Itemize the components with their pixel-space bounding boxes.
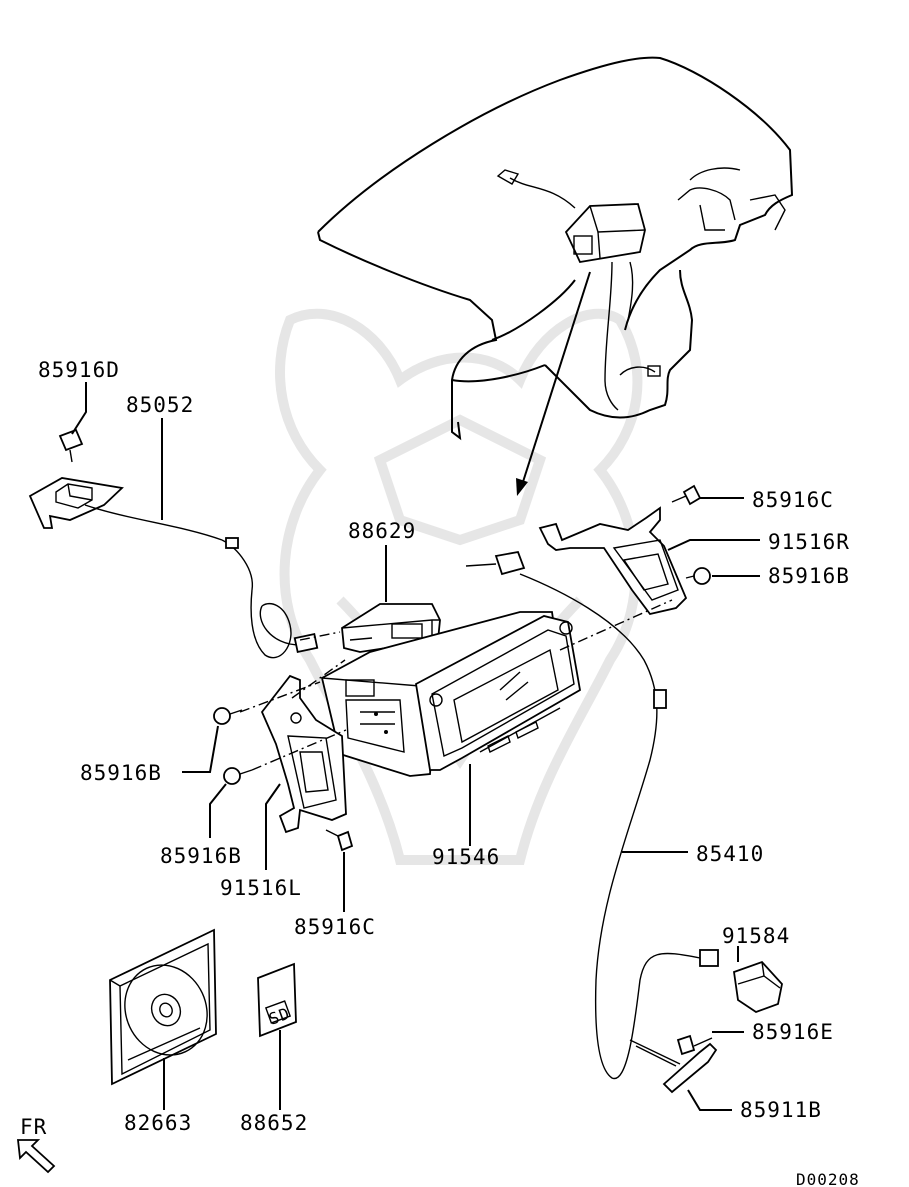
leader-lines [71,382,760,1111]
front-direction-arrow [16,1139,56,1174]
label-85410: 85410 [696,842,764,866]
label-85916B-right: 85916B [768,564,850,588]
label-85916B-left2: 85916B [160,844,242,868]
label-85052: 85052 [126,393,194,417]
label-85916B-left1: 85916B [80,761,162,785]
label-91516R: 91516R [768,530,850,554]
screw-85916C-bottom [325,829,354,852]
install-arrow [516,271,591,496]
screw-85916B-right [685,567,711,585]
label-85911B: 85911B [740,1098,822,1122]
part-labels: 85916D 85052 88629 85916C 91516R 85916B … [20,358,860,1187]
screw-85916B-left1 [213,707,243,725]
label-82663: 82663 [124,1111,192,1135]
label-85916D: 85916D [38,358,120,382]
cable-85410 [465,550,719,1080]
label-85916C-top: 85916C [752,488,834,512]
label-fr: FR [20,1115,47,1139]
clip-85911B [662,1042,718,1094]
label-85916E: 85916E [752,1020,834,1044]
label-91516L: 91516L [220,876,302,900]
label-88652: 88652 [240,1111,308,1135]
label-88629: 88629 [348,519,416,543]
label-91546: 91546 [432,845,500,869]
bracket-91516R [538,506,688,616]
sd-card-88652: SD [257,962,297,1038]
label-91584: 91584 [722,924,790,948]
label-85916C-bottom: 85916C [294,915,376,939]
alignment-lines [239,599,673,771]
dash-unit [496,169,661,411]
cd-case-82663 [109,928,217,1086]
dashboard-outline [317,56,794,441]
screw-85916C-top [671,484,702,506]
bolt-85916D [58,428,84,463]
connector-91584 [733,960,783,1014]
gps-antenna-cable [28,477,319,659]
diagram-code: D00208 [796,1170,860,1187]
screw-85916B-left2 [223,767,253,785]
screw-85916E [676,1034,713,1056]
head-unit-91546 [320,611,581,777]
bracket-91516L [260,674,347,834]
